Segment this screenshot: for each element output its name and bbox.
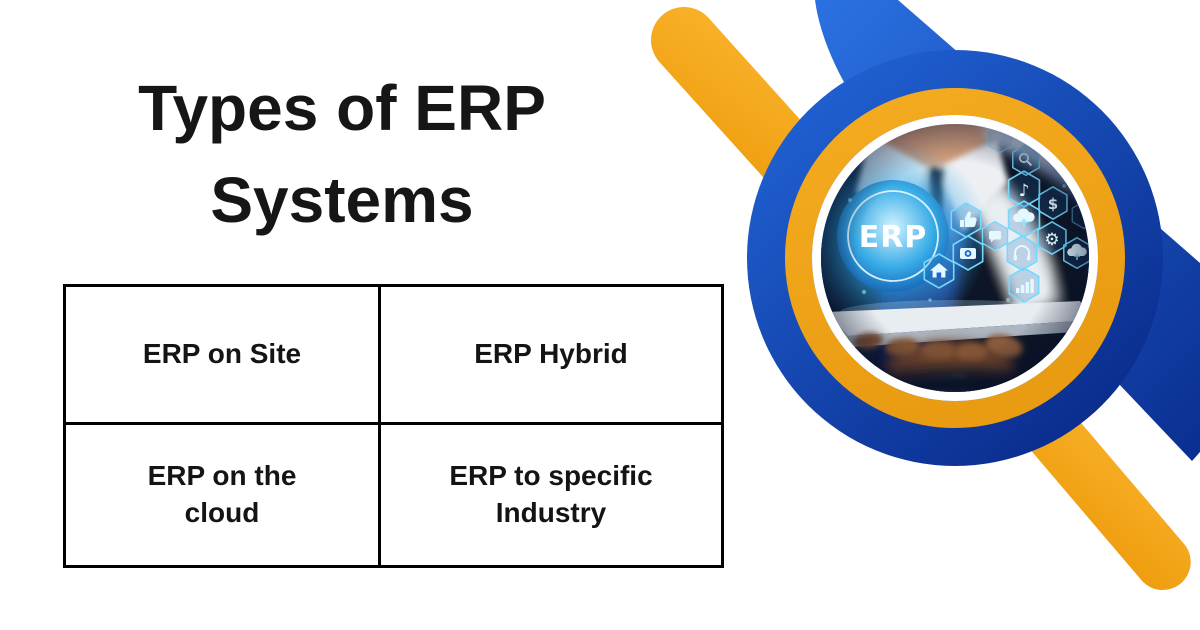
page-title-line1: Types of ERP — [138, 72, 546, 144]
table-cell-erp-on-site: ERP on Site — [66, 287, 381, 425]
table-cell-erp-specific-industry: ERP to specific Industry — [449, 460, 653, 528]
page-title: Types of ERP Systems — [0, 62, 684, 246]
erp-types-table: ERP on Site ERP Hybrid ERP on the cloud … — [63, 284, 724, 568]
table-cell-erp-hybrid: ERP Hybrid — [381, 287, 721, 425]
photo-vignette — [821, 124, 1089, 392]
orange-ring — [785, 88, 1125, 428]
white-ring — [812, 115, 1098, 401]
table-cell-erp-on-the-cloud: ERP on the cloud — [66, 425, 381, 565]
page-title-line2: Systems — [210, 164, 474, 236]
